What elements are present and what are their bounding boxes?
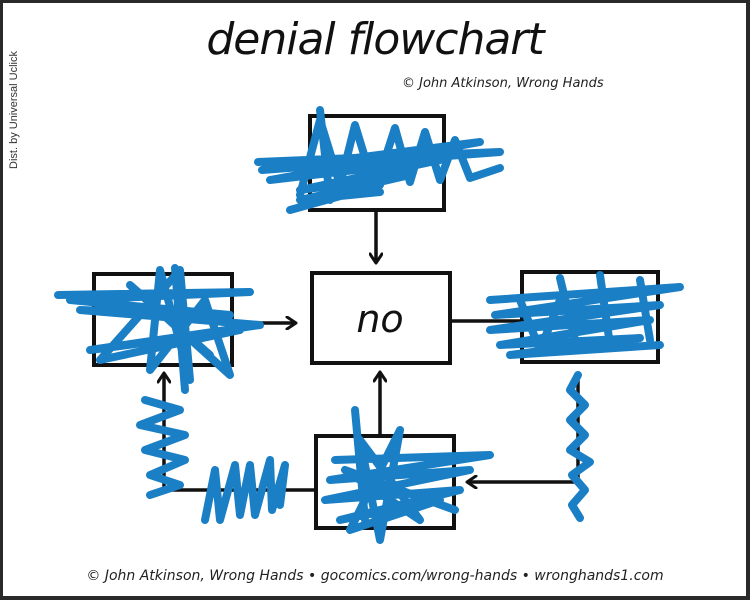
scribble-top	[254, 106, 504, 214]
title-credit: © John Atkinson, Wrong Hands	[402, 76, 604, 91]
scribble-bottom	[321, 406, 494, 544]
arrow-right-to-bottom	[468, 373, 580, 482]
comic-footer: © John Atkinson, Wrong Hands • gocomics.…	[86, 568, 664, 584]
scribble-bottom-horizontal	[201, 456, 289, 524]
comic-title: denial flowchart	[206, 14, 544, 65]
scribble-left	[54, 264, 264, 394]
scribbles	[54, 106, 684, 544]
scribble-right	[486, 271, 684, 359]
scribble-left-vertical	[136, 396, 189, 499]
center-box-label: no	[356, 297, 403, 341]
scribble-right-vertical	[566, 371, 594, 522]
box-center	[310, 271, 452, 365]
